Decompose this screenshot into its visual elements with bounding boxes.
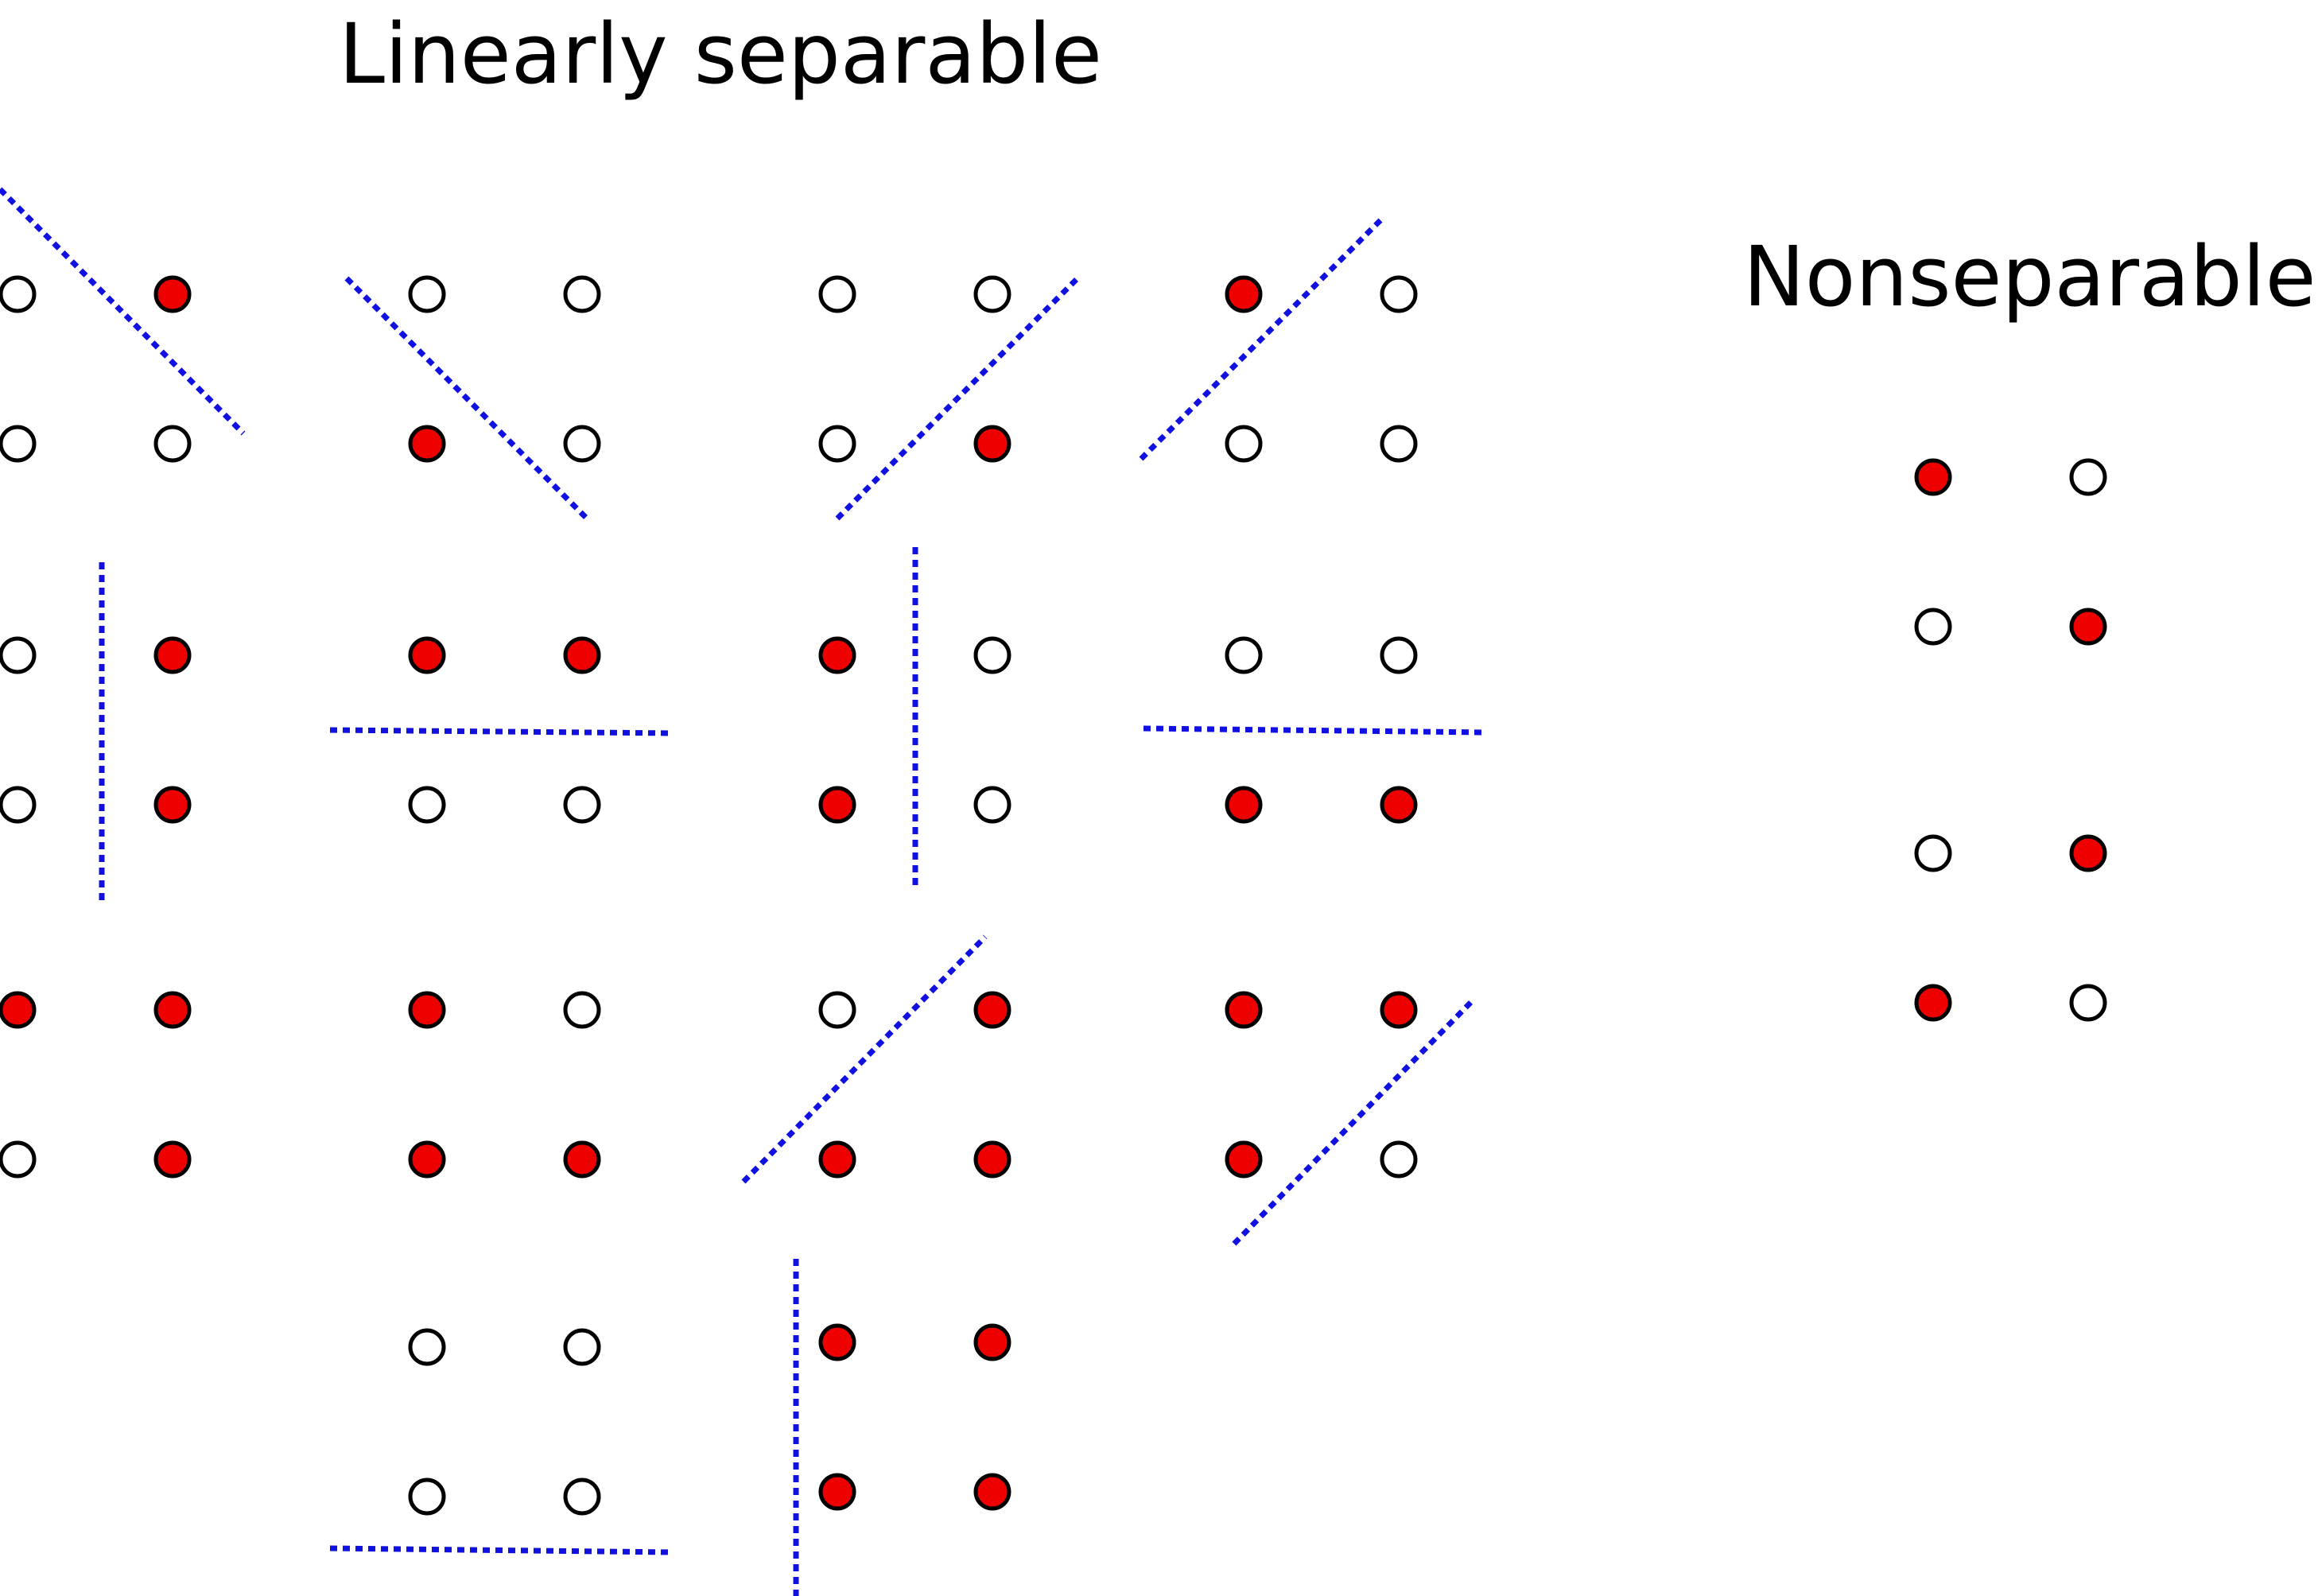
empty-point (0, 275, 37, 313)
empty-point (563, 786, 601, 824)
filled-point (1914, 458, 1952, 496)
filled-point (0, 991, 37, 1029)
filled-point (2069, 608, 2107, 646)
filled-point (973, 991, 1011, 1029)
empty-point (1380, 636, 1418, 674)
separable-panel-9 (0, 991, 192, 1179)
nonseparable-panel-1 (1914, 458, 2107, 646)
empty-point (408, 786, 446, 824)
empty-point (1225, 636, 1263, 674)
filled-point (2069, 834, 2107, 872)
filled-point (973, 1323, 1011, 1361)
filled-point (818, 1473, 856, 1511)
empty-point (2069, 458, 2107, 496)
empty-point (2069, 984, 2107, 1022)
separable-panel-12 (1225, 991, 1418, 1179)
decision-boundary-line (1232, 998, 1475, 1246)
filled-point (818, 1323, 856, 1361)
empty-point (563, 275, 601, 313)
filled-point (153, 991, 192, 1029)
empty-point (1225, 425, 1263, 463)
empty-point (153, 425, 192, 463)
nonseparable-heading: Nonseparable (1743, 228, 2316, 325)
empty-point (973, 786, 1011, 824)
filled-point (563, 636, 601, 674)
separable-panel-6 (408, 636, 601, 824)
empty-point (1380, 1140, 1418, 1179)
decision-boundary-line (741, 934, 988, 1184)
empty-point (0, 425, 37, 463)
empty-point (563, 425, 601, 463)
filled-point (408, 425, 446, 463)
empty-point (973, 636, 1011, 674)
empty-point (818, 991, 856, 1029)
linearly-separable-heading: Linearly separable (339, 6, 1103, 103)
empty-point (818, 425, 856, 463)
empty-point (563, 991, 601, 1029)
empty-point (408, 275, 446, 313)
decision-boundary-line (344, 276, 591, 522)
decision-boundary-line (329, 1545, 674, 1555)
decision-boundary-line (1139, 216, 1384, 461)
empty-point (408, 1478, 446, 1516)
separable-panel-13 (408, 1328, 601, 1516)
separable-panel-5 (0, 636, 192, 824)
filled-point (153, 275, 192, 313)
filled-point (563, 1140, 601, 1179)
separable-panel-1 (0, 275, 192, 463)
filled-point (973, 425, 1011, 463)
filled-point (1225, 991, 1263, 1029)
separable-panel-7 (818, 636, 1011, 824)
separable-panel-3 (818, 275, 1011, 463)
filled-point (1914, 984, 1952, 1022)
filled-point (1225, 275, 1263, 313)
filled-point (408, 636, 446, 674)
filled-point (408, 991, 446, 1029)
empty-point (818, 275, 856, 313)
filled-point (973, 1140, 1011, 1179)
empty-point (1914, 608, 1952, 646)
empty-point (408, 1328, 446, 1366)
filled-point (153, 786, 192, 824)
filled-point (818, 1140, 856, 1179)
filled-point (973, 1473, 1011, 1511)
decision-boundary-line (0, 187, 246, 436)
filled-point (818, 786, 856, 824)
decision-boundary-line (329, 727, 674, 736)
filled-point (1225, 786, 1263, 824)
decision-boundary-line (1143, 725, 1485, 736)
empty-point (973, 275, 1011, 313)
separable-panel-4 (1225, 275, 1418, 463)
decision-boundary-line (835, 274, 1081, 521)
filled-point (153, 1140, 192, 1179)
filled-point (818, 636, 856, 674)
nonseparable-panel-2 (1914, 834, 2107, 1022)
separable-panel-2 (408, 275, 601, 463)
empty-point (0, 1140, 37, 1179)
empty-point (1380, 425, 1418, 463)
empty-point (0, 636, 37, 674)
filled-point (1380, 786, 1418, 824)
empty-point (1380, 275, 1418, 313)
empty-point (1914, 834, 1952, 872)
empty-point (563, 1478, 601, 1516)
separable-panel-8 (1225, 636, 1418, 824)
empty-point (0, 786, 37, 824)
separable-panel-14 (818, 1323, 1011, 1511)
empty-point (563, 1328, 601, 1366)
filled-point (1380, 991, 1418, 1029)
filled-point (153, 636, 192, 674)
filled-point (1225, 1140, 1263, 1179)
filled-point (408, 1140, 446, 1179)
separable-panel-10 (408, 991, 601, 1179)
separable-panel-11 (818, 991, 1011, 1179)
